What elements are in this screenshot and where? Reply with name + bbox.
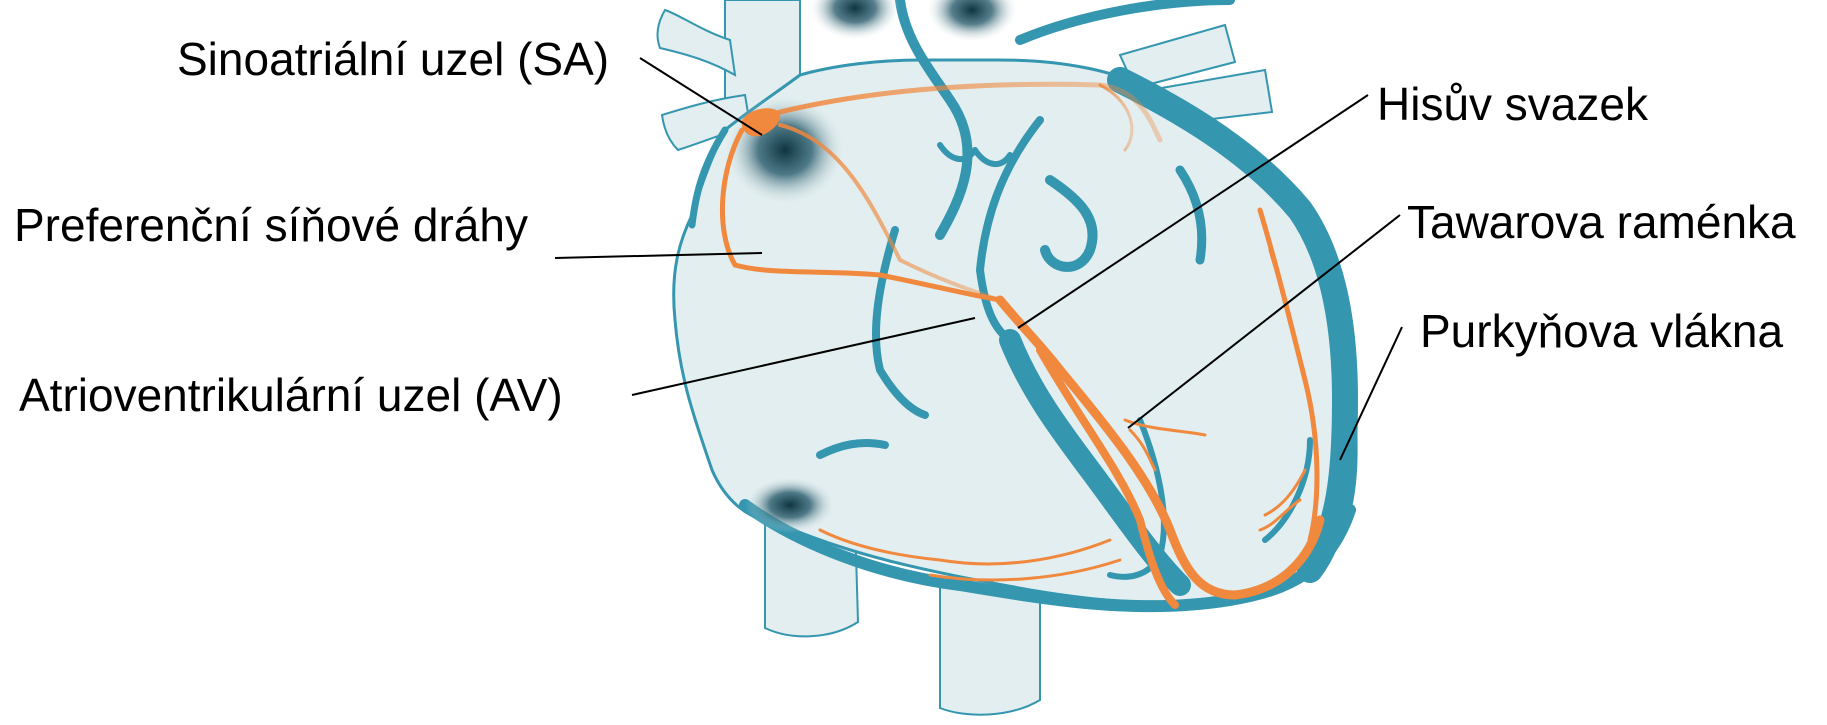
label-his-bundle: Hisův svazek [1377, 81, 1648, 127]
label-bundle-branches: Tawarova raménka [1407, 199, 1796, 245]
label-sa-node: Sinoatriální uzel (SA) [177, 36, 609, 82]
svc-opening [810, 0, 900, 40]
right-pulmonary-vein-upper [658, 10, 735, 75]
label-atrial-pathways: Preferenční síňové dráhy [14, 202, 528, 248]
label-av-node: Atrioventrikulární uzel (AV) [19, 372, 563, 418]
aorta-opening [927, 0, 1017, 42]
label-purkinje-fibers: Purkyňova vlákna [1420, 308, 1783, 354]
ivc-opening [745, 477, 835, 533]
